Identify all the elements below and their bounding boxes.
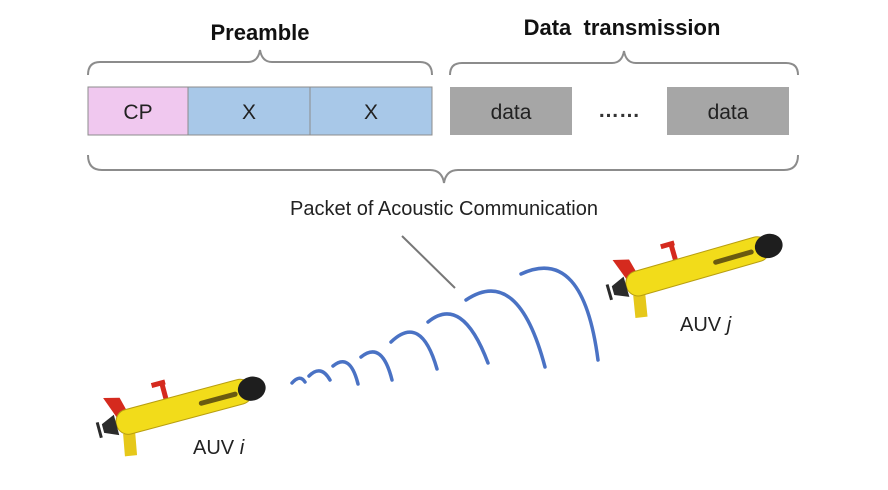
data-cell-2	[667, 87, 789, 135]
wave-arc-3	[331, 360, 360, 386]
wave-arc-7	[464, 289, 547, 369]
preamble-title: Preamble	[210, 20, 309, 45]
wave-arc-4	[359, 350, 394, 382]
auv-j-bottom-fin	[633, 294, 648, 319]
auv-j-tail	[611, 276, 630, 297]
packet-brace	[87, 154, 799, 184]
wave-arc-2	[307, 369, 332, 382]
auv-j-propeller	[605, 284, 613, 301]
auv-i-nose	[237, 376, 266, 401]
auv-j-label: AUV j	[680, 314, 732, 336]
data-cell-1	[450, 87, 572, 135]
auv-j-vehicle-icon	[605, 233, 783, 319]
packet-caption: Packet of Acoustic Communication	[290, 198, 598, 220]
preamble-brace	[87, 49, 433, 76]
wave-arc-6	[426, 312, 490, 365]
data-transmission-title: Data transmission	[524, 15, 721, 40]
auv-j-body	[625, 236, 770, 297]
x-cell-1	[187, 86, 311, 136]
x-label-2: X	[364, 101, 378, 124]
acoustic-wave-icon	[290, 266, 600, 386]
wave-arc-5	[389, 330, 439, 371]
x-label-1: X	[242, 101, 256, 124]
x-cell-2	[309, 86, 433, 136]
data-label-2: data	[708, 101, 749, 124]
cp-cell	[87, 86, 189, 136]
auv-i-bottom-fin	[123, 432, 138, 457]
wave-arc-1	[290, 376, 307, 385]
auv-i-label: AUV i	[193, 437, 245, 459]
caption-pointer-line	[401, 235, 456, 289]
auv-i-body	[115, 378, 253, 435]
cp-label: CP	[123, 101, 152, 124]
auv-j-nose	[754, 233, 783, 259]
data-label-1: data	[491, 101, 532, 124]
ellipsis-dots: ……	[598, 99, 640, 122]
auv-i-propeller	[95, 421, 103, 439]
auv-i-vehicle-icon	[95, 376, 266, 457]
wave-arc-8	[519, 266, 600, 362]
auv-i-tail	[101, 414, 120, 436]
data-transmission-brace	[449, 50, 799, 76]
